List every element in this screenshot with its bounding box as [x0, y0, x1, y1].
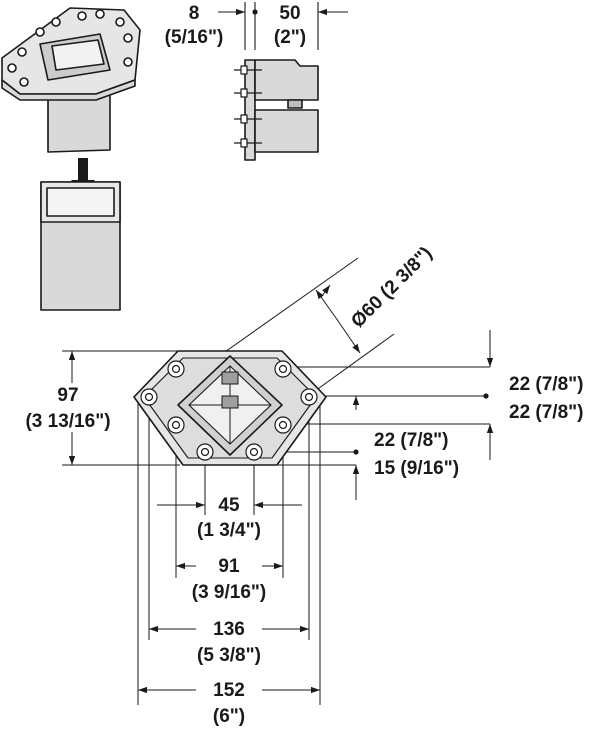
dim-152-metric: 152: [213, 680, 245, 701]
isometric-bracket-view: [1, 7, 141, 153]
dimension-dot: [252, 9, 258, 15]
side-view: [234, 59, 319, 161]
dim-97-metric: 97: [57, 385, 79, 406]
dim-right-15: 15 (9/16"): [374, 458, 460, 479]
plan-mounting-holes: [140, 360, 318, 461]
isometric-plate-holes: [7, 9, 133, 87]
dim-136-imperial: (5 3/8"): [197, 645, 261, 666]
plan-view: [62, 257, 494, 705]
dim-91-metric: 91: [218, 556, 240, 577]
dim-91-imperial: (3 9/16"): [191, 582, 267, 603]
dim-right-22-middle: 22 (7/8"): [509, 402, 584, 423]
dim-right-22-lower: 22 (7/8"): [374, 430, 449, 451]
dim-45-imperial: (1 3/4"): [197, 520, 261, 541]
dim-152-imperial: (6"): [212, 706, 246, 727]
dim-8-metric: 8: [188, 3, 200, 24]
dim-97-imperial: (3 13/16"): [25, 411, 111, 432]
dim-136-metric: 136: [213, 619, 245, 640]
dim-50-imperial: (2"): [273, 27, 307, 48]
dim-8-imperial: (5/16"): [164, 27, 224, 48]
square-post: [40, 181, 121, 311]
dim-45-metric: 45: [218, 495, 240, 516]
dim-50-metric: 50: [279, 3, 301, 24]
dim-right-22-top: 22 (7/8"): [509, 374, 584, 395]
